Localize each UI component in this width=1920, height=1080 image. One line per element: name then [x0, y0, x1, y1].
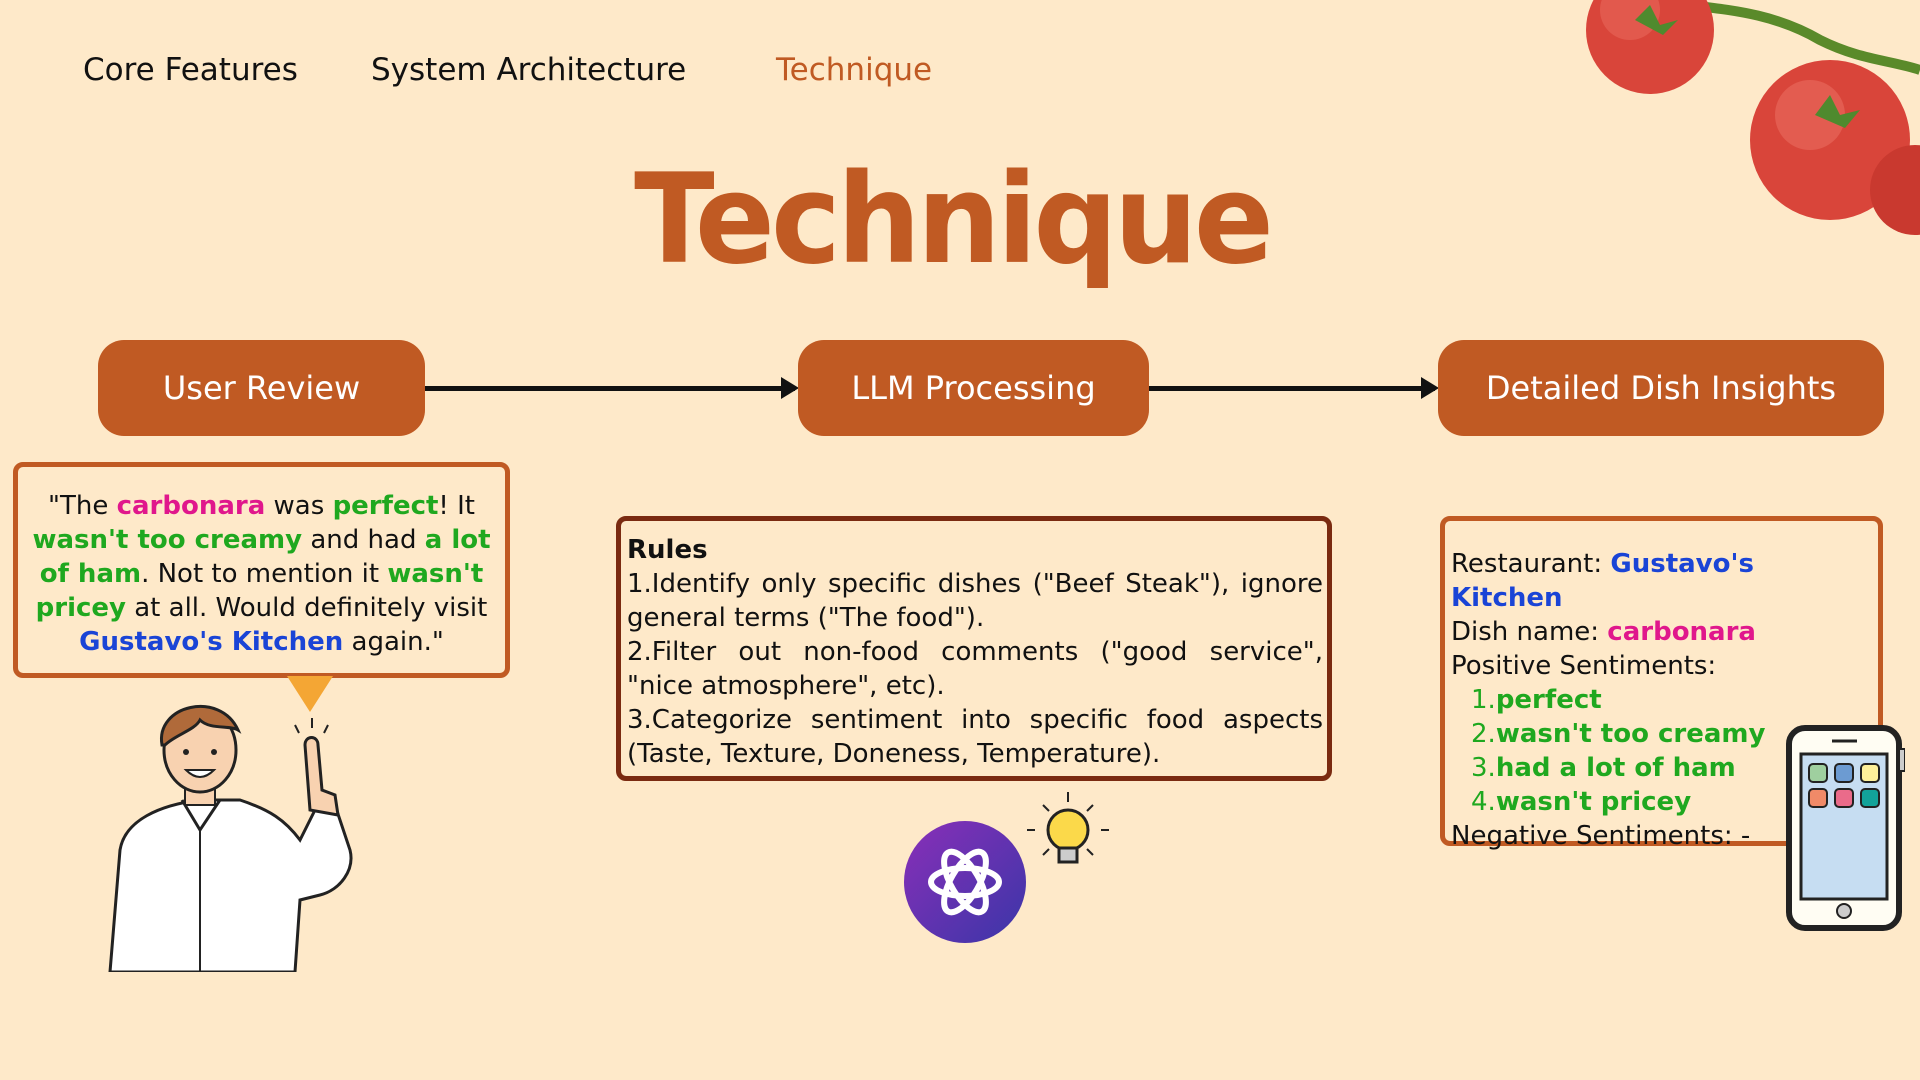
nav-system-architecture[interactable]: System Architecture — [371, 52, 687, 88]
dish-insights-step: Detailed Dish Insights — [1438, 340, 1884, 436]
restaurant-highlight: Gustavo's Kitchen — [79, 627, 344, 657]
arrow-icon — [425, 377, 799, 399]
dish-name: carbonara — [1607, 617, 1756, 647]
step-label: Detailed Dish Insights — [1485, 369, 1837, 407]
rule-item: 2.Filter out non-food comments ("good se… — [627, 637, 1323, 701]
arrow-icon — [1149, 377, 1439, 399]
positive-highlight: a lot of ham — [39, 525, 491, 589]
positive-item: 1.perfect — [1451, 683, 1872, 717]
num: 3. — [1471, 753, 1496, 783]
speech-pointer-icon — [287, 676, 333, 712]
user-review-step: User Review — [98, 340, 425, 436]
text: perfect — [1495, 685, 1602, 715]
positive-highlight: perfect — [332, 491, 439, 521]
label: Dish name: — [1451, 617, 1608, 647]
dish-row: Dish name: carbonara — [1451, 615, 1872, 649]
num: 1. — [1471, 685, 1496, 715]
openai-logo-icon — [904, 821, 1026, 943]
page-title: Technique — [634, 146, 1274, 292]
rules-panel: Rules 1.Identify only specific dishes ("… — [616, 516, 1332, 781]
num: 4. — [1471, 787, 1496, 817]
step-label: User Review — [162, 369, 361, 407]
text: . Not to mention it — [141, 559, 388, 589]
text: at all. Would definitely visit — [125, 593, 488, 623]
text: was — [265, 491, 333, 521]
rules-heading: Rules — [627, 535, 708, 565]
positive-item: 2.wasn't too creamy — [1451, 717, 1872, 751]
dish-highlight: carbonara — [116, 491, 266, 521]
text: "The — [48, 491, 117, 521]
restaurant-row: Restaurant: Gustavo's Kitchen — [1451, 547, 1872, 615]
positive-item: 4.wasn't pricey — [1451, 785, 1872, 819]
num: 2. — [1471, 719, 1496, 749]
user-review-text: "The carbonara was perfect! It wasn't to… — [13, 462, 510, 678]
label: Restaurant: — [1451, 549, 1611, 579]
tomato-decoration-icon — [1586, 0, 1920, 235]
smartphone-icon — [1786, 725, 1905, 931]
positive-item: 3.had a lot of ham — [1451, 751, 1872, 785]
positive-highlight: wasn't too creamy — [32, 525, 303, 555]
dish-insights-panel: Restaurant: Gustavo's Kitchen Dish name:… — [1440, 516, 1883, 851]
positive-label: Positive Sentiments: — [1451, 651, 1717, 681]
nav-core-features[interactable]: Core Features — [83, 52, 298, 88]
text: and had — [302, 525, 425, 555]
text: had a lot of ham — [1495, 753, 1736, 783]
lightbulb-icon — [1027, 792, 1109, 864]
rule-item: 3.Categorize sentiment into specific foo… — [627, 705, 1323, 769]
text: wasn't pricey — [1495, 787, 1692, 817]
llm-processing-step: LLM Processing — [798, 340, 1149, 436]
step-label: LLM Processing — [851, 369, 1096, 407]
text: again." — [343, 627, 444, 657]
rule-item: 1.Identify only specific dishes ("Beef S… — [627, 569, 1323, 633]
positive-highlight: wasn't pricey — [35, 559, 484, 623]
negative-row: Negative Sentiments: - — [1451, 821, 1751, 851]
text: ! It — [438, 491, 475, 521]
nav-technique[interactable]: Technique — [776, 52, 933, 88]
person-pointing-illustration — [108, 705, 353, 972]
text: wasn't too creamy — [1495, 719, 1766, 749]
restaurant-name: Gustavo's Kitchen — [1451, 549, 1754, 613]
